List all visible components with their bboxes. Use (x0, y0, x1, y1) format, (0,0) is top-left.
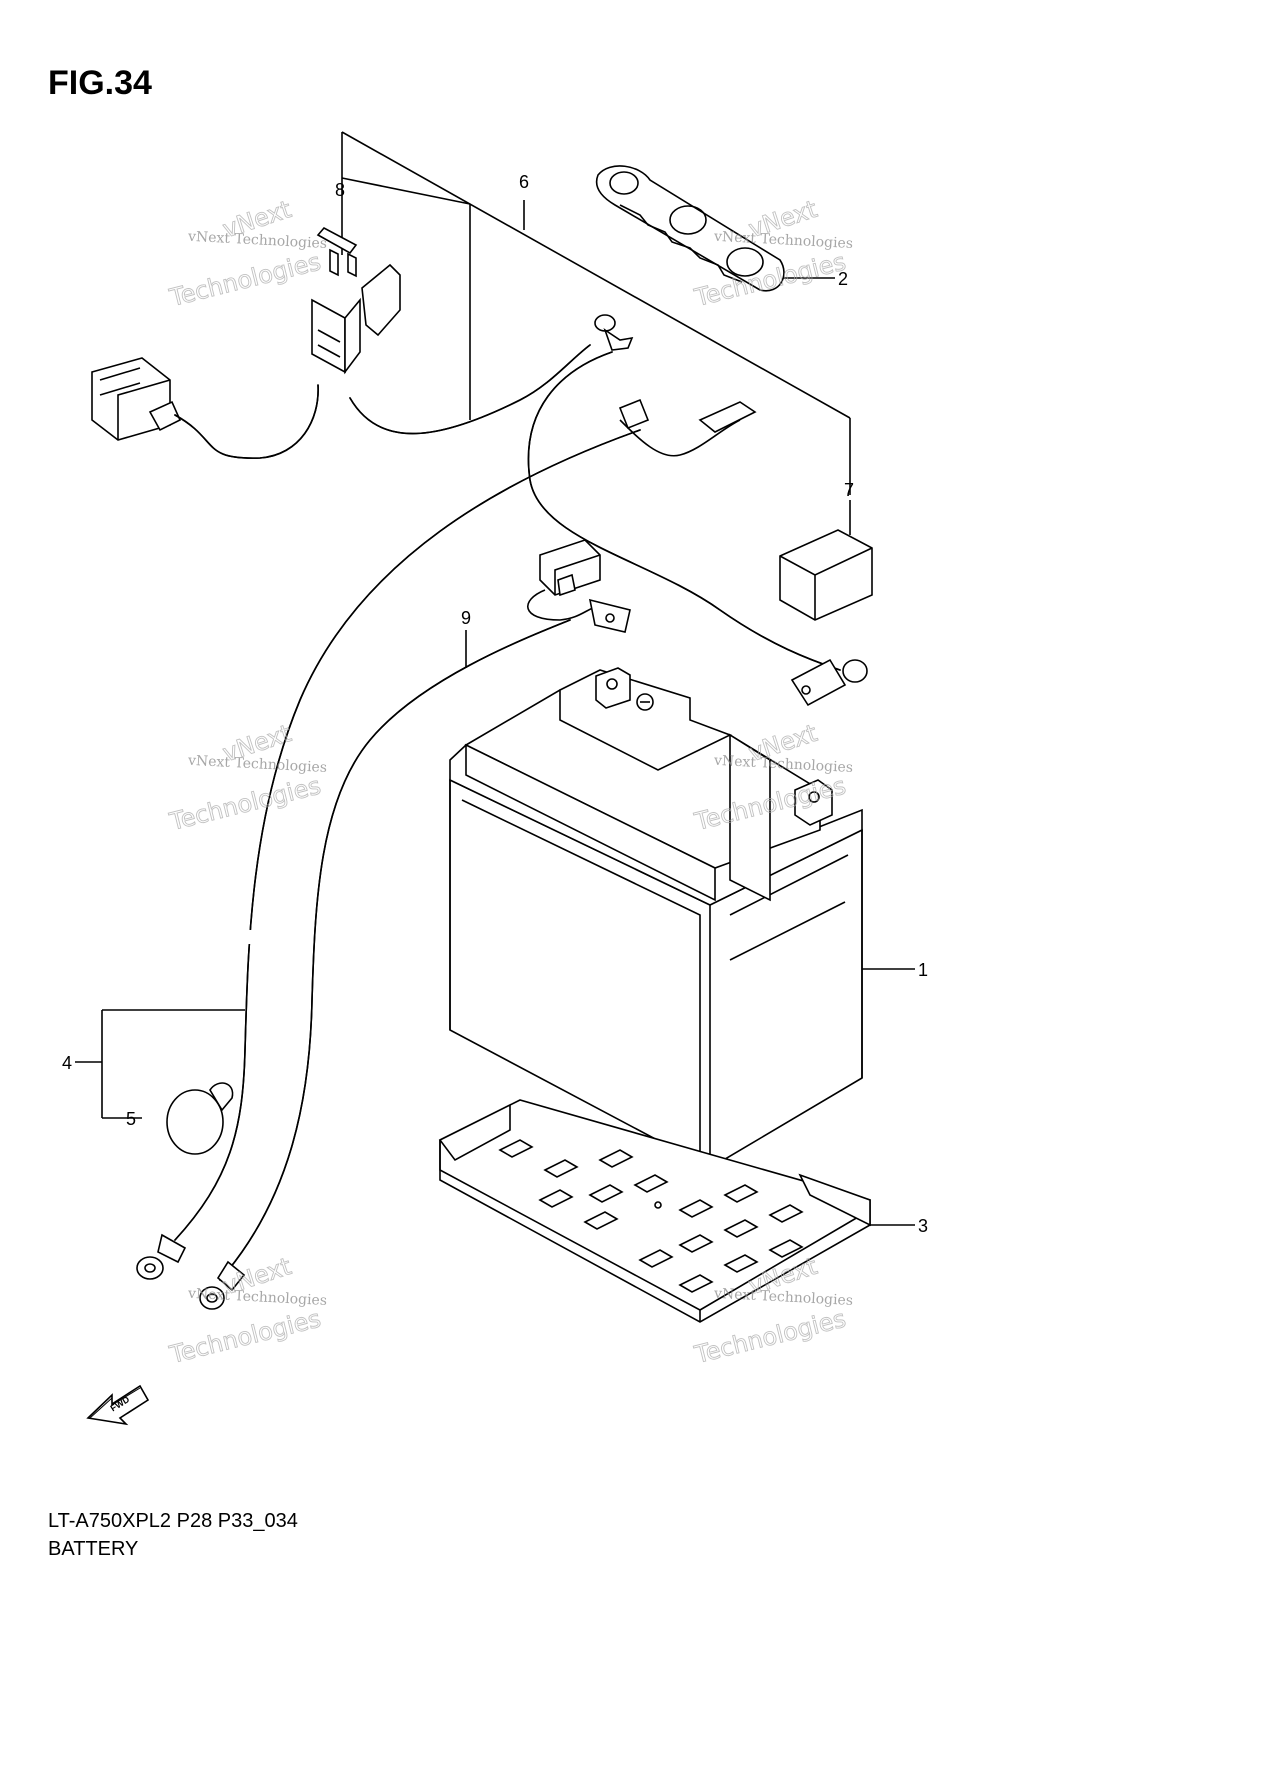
callout-2: 2 (838, 269, 848, 289)
leader-lines (75, 131, 915, 1226)
watermark-mid-left: vNext vNext Technologies Technologies (166, 719, 328, 837)
svg-text:Technologies: Technologies (166, 772, 323, 837)
svg-text:vNext Technologies: vNext Technologies (187, 1286, 328, 1309)
callout-4: 4 (62, 1053, 72, 1073)
callout-6: 6 (519, 172, 529, 192)
left-coupler (91, 357, 182, 441)
callout-9: 9 (461, 608, 471, 628)
watermark-bottom-left: vNext vNext Technologies Technologies (166, 1252, 328, 1370)
figure-title: FIG.34 (48, 64, 152, 102)
section-name: BATTERY (48, 1538, 139, 1560)
fwd-arrow-icon (86, 1384, 150, 1426)
watermark-top-left: vNext vNext Technologies Technologies (166, 195, 328, 313)
svg-text:vNext Technologies: vNext Technologies (187, 229, 328, 252)
battery-part-1 (449, 667, 863, 1169)
terminal-cap-part-5 (166, 1082, 234, 1155)
svg-text:Technologies: Technologies (166, 248, 323, 313)
callout-3: 3 (918, 1216, 928, 1236)
main-harness (91, 226, 868, 1280)
svg-text:Technologies: Technologies (166, 1305, 323, 1370)
callout-labels: 1 2 3 4 5 6 7 8 9 (62, 172, 928, 1236)
callout-1: 1 (918, 960, 928, 980)
svg-text:vNext Technologies: vNext Technologies (713, 753, 854, 776)
fuse-part-8 (316, 226, 358, 278)
callout-8: 8 (335, 180, 345, 200)
battery-band-part-2 (595, 165, 785, 292)
callout-7: 7 (844, 480, 854, 500)
callout-5: 5 (126, 1109, 136, 1129)
battery-tray-part-3 (438, 1099, 871, 1323)
svg-text:vNext Technologies: vNext Technologies (713, 229, 854, 252)
svg-text:vNext Technologies: vNext Technologies (713, 1286, 854, 1309)
cable-part-9 (199, 539, 631, 1310)
model-code: LT-A750XPL2 P28 P33_034 (48, 1510, 298, 1532)
svg-text:vNext Technologies: vNext Technologies (187, 753, 328, 776)
terminal-cover-part-7 (779, 529, 873, 621)
